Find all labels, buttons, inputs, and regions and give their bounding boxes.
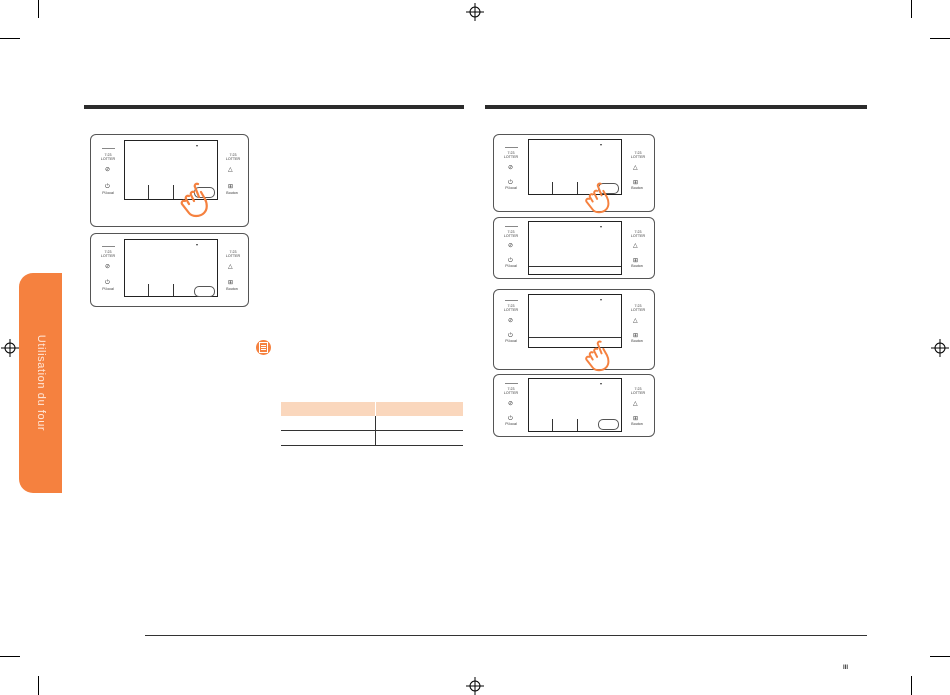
note-icon bbox=[256, 340, 271, 355]
panel-label: Bouton bbox=[631, 264, 643, 268]
crop-mark bbox=[911, 676, 912, 695]
power-icon: ⏻ bbox=[508, 416, 513, 422]
section-rule-right bbox=[485, 105, 867, 109]
display-button[interactable] bbox=[194, 286, 215, 297]
grid-icon: ⊞ bbox=[228, 184, 234, 190]
panel-label: Bouton bbox=[631, 186, 643, 190]
timer-icon: ⊘ bbox=[508, 165, 514, 171]
power-icon: ⏻ bbox=[508, 258, 513, 264]
crop-mark bbox=[38, 676, 39, 695]
power-icon: ⏻ bbox=[508, 180, 513, 186]
hand-pointer-icon bbox=[585, 182, 610, 214]
hand-pointer-icon bbox=[180, 182, 208, 218]
power-icon: ⏻ bbox=[105, 184, 110, 190]
bell-icon: △ bbox=[633, 401, 638, 407]
panel-label: Pl.local bbox=[102, 191, 114, 195]
panel-label: Pl.local bbox=[505, 264, 517, 268]
grid-icon: ⊞ bbox=[633, 333, 639, 339]
footer-rule bbox=[145, 635, 867, 636]
page-number: III bbox=[843, 665, 849, 671]
wifi-icon: ▾ bbox=[600, 224, 603, 229]
bell-icon: △ bbox=[633, 318, 638, 324]
bell-icon: △ bbox=[228, 264, 233, 270]
display-screen: ▾ bbox=[528, 139, 622, 195]
table-header-row bbox=[281, 402, 463, 416]
hand-pointer-icon bbox=[585, 340, 610, 372]
wifi-icon: ▾ bbox=[600, 381, 603, 386]
section-rule-left bbox=[84, 105, 464, 109]
bell-icon: △ bbox=[228, 167, 233, 173]
wifi-icon: ▾ bbox=[196, 242, 199, 247]
panel-label: Bouton bbox=[226, 287, 238, 291]
crop-mark bbox=[930, 656, 950, 657]
timer-icon: ⊘ bbox=[508, 243, 514, 249]
timer-icon: ⊘ bbox=[508, 318, 514, 324]
display-button[interactable] bbox=[598, 419, 619, 430]
grid-icon: ⊞ bbox=[633, 258, 639, 264]
bell-icon: △ bbox=[633, 165, 638, 171]
timer-icon: ⊘ bbox=[105, 167, 111, 173]
info-table bbox=[281, 402, 463, 446]
power-icon: ⏻ bbox=[105, 280, 110, 286]
wifi-icon: ▾ bbox=[196, 143, 199, 148]
crop-mark bbox=[930, 38, 950, 39]
panel-label: Bouton bbox=[226, 191, 238, 195]
crop-mark bbox=[0, 656, 20, 657]
sidebar-label: Utilisation du four bbox=[34, 334, 47, 432]
wifi-icon: ▾ bbox=[600, 297, 603, 302]
panel-label: Pl.local bbox=[505, 422, 517, 426]
panel-label: Pl.local bbox=[102, 287, 114, 291]
panel-label: Pl.local bbox=[505, 186, 517, 190]
grid-icon: ⊞ bbox=[228, 280, 234, 286]
crop-mark bbox=[911, 0, 912, 18]
grid-icon: ⊞ bbox=[633, 416, 639, 422]
sidebar-tab: Utilisation du four bbox=[19, 273, 62, 493]
display-screen: ▾ bbox=[528, 378, 622, 432]
bell-icon: △ bbox=[633, 243, 638, 249]
registration-mark-icon bbox=[466, 677, 484, 695]
table-row bbox=[281, 430, 463, 446]
registration-mark-icon bbox=[931, 339, 949, 357]
power-icon: ⏻ bbox=[508, 333, 513, 339]
display-screen: ▾ bbox=[528, 221, 622, 275]
display-screen: ▾ bbox=[528, 294, 622, 348]
panel-label: Pl.local bbox=[505, 339, 517, 343]
panel-label: Bouton bbox=[631, 339, 643, 343]
timer-icon: ⊘ bbox=[508, 401, 514, 407]
panel-label: Bouton bbox=[631, 422, 643, 426]
crop-mark bbox=[38, 0, 39, 18]
registration-mark-icon bbox=[466, 3, 484, 21]
registration-mark-icon bbox=[1, 339, 19, 357]
wifi-icon: ▾ bbox=[600, 142, 603, 147]
timer-icon: ⊘ bbox=[105, 264, 111, 270]
table-row bbox=[281, 416, 463, 431]
crop-mark bbox=[0, 38, 20, 39]
display-screen: ▾ bbox=[124, 140, 218, 200]
display-screen: ▾ bbox=[124, 239, 218, 297]
grid-icon: ⊞ bbox=[633, 180, 639, 186]
